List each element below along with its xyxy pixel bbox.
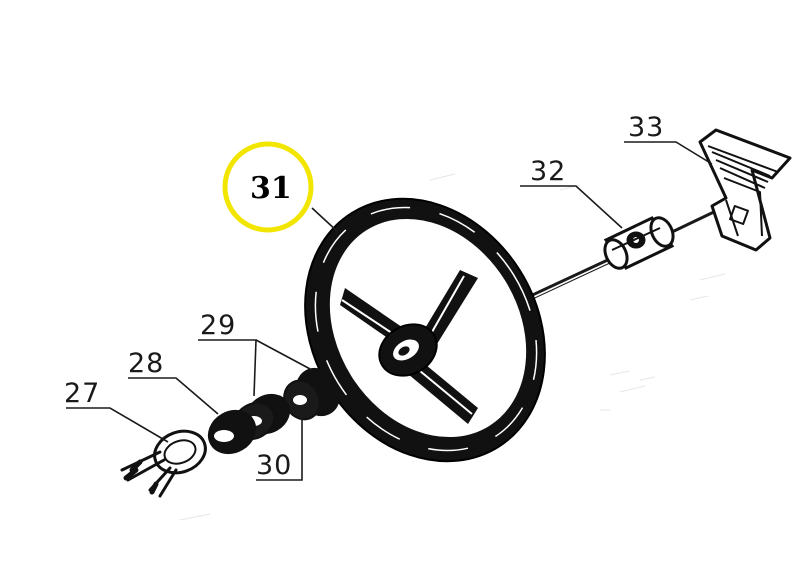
coupler-part <box>603 216 675 270</box>
callout-29: 29 <box>200 310 236 341</box>
callout-30: 30 <box>256 450 292 481</box>
callout-27: 27 <box>64 378 100 409</box>
callout-32: 32 <box>530 156 566 187</box>
spacer-part <box>283 367 341 421</box>
highlight-circle <box>222 141 314 233</box>
callout-31: 31 <box>250 171 292 206</box>
nut-part <box>207 409 257 455</box>
callout-33: 33 <box>628 112 664 143</box>
steering-wheel-part <box>304 197 546 463</box>
mounting-bracket-part <box>698 128 792 252</box>
clip-part <box>120 429 207 498</box>
callout-28: 28 <box>128 348 164 379</box>
leader-lines <box>66 141 713 481</box>
